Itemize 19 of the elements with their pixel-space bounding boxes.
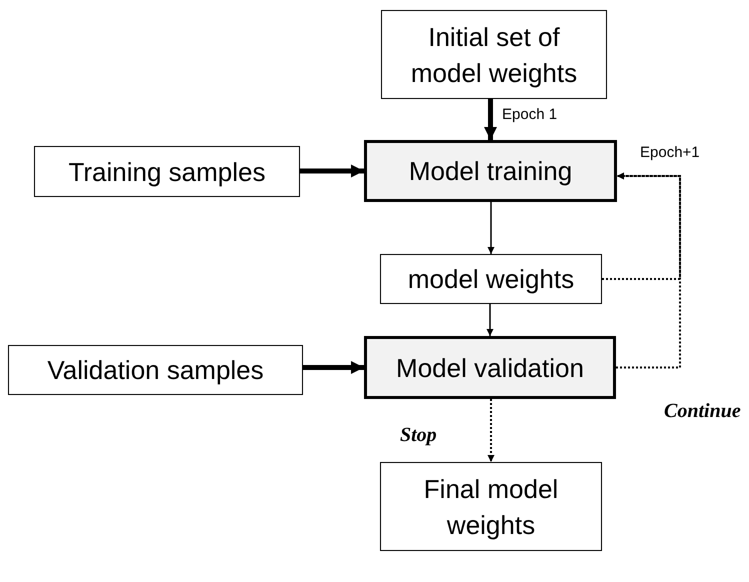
data-box: model weights [380,254,602,304]
dotted-arrow [616,172,681,368]
thick-arrow [303,361,364,374]
data-box: Validation samples [8,345,303,395]
edge-label: Epoch+1 [640,143,700,163]
edge-label: Continue [664,399,741,424]
process-box: Model training [364,140,617,202]
process-box: Model validation [364,336,616,399]
dotted-arrow [602,172,681,280]
data-box: Initial set of model weights [381,10,607,99]
edge-label: Epoch 1 [502,105,558,125]
arrow [488,202,494,254]
data-box: Final model weights [380,462,602,551]
data-box: Training samples [34,146,300,197]
edge-label: Stop [400,423,437,448]
thick-arrow [484,99,497,140]
thick-arrow [300,164,364,178]
dotted-arrow [488,399,494,462]
arrow [486,304,494,336]
